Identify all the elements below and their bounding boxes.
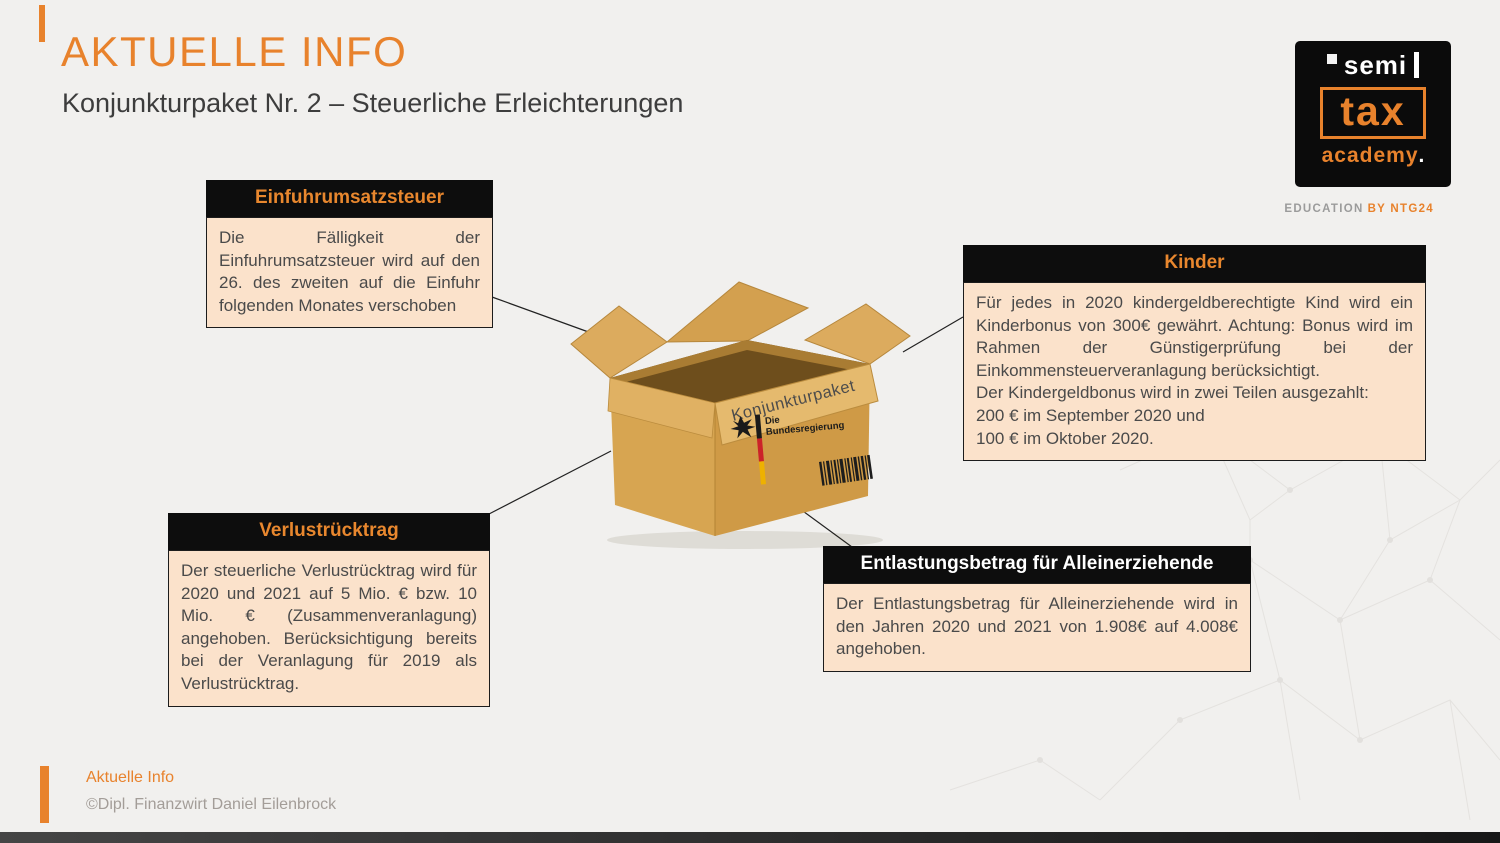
- tagline-by-ntg24: BY NTG24: [1367, 203, 1434, 215]
- callout-title: Verlustrücktrag: [168, 513, 490, 550]
- box-flaps: [570, 281, 911, 379]
- callout-title: Einfuhrumsatzsteuer: [206, 180, 493, 217]
- german-flag-ribbon: [754, 414, 766, 485]
- footer-accent-bar: [40, 766, 49, 823]
- box-left-fold: [607, 377, 716, 439]
- logo-tax-text: tax: [1340, 88, 1406, 134]
- footer-topic: Aktuelle Info: [86, 769, 175, 786]
- logo-academy-dot: .: [1418, 144, 1425, 167]
- tagline-education: EDUCATION: [1284, 203, 1364, 215]
- callout-text-line: 200 € im September 2020 und: [976, 406, 1205, 426]
- konjunkturpaket-box-illustration: Konjunkturpaket Die Bundesregierung: [570, 281, 911, 549]
- logo-academy-text: academy: [1321, 144, 1419, 167]
- page-subtitle: Konjunkturpaket Nr. 2 – Steuerliche Erle…: [62, 88, 684, 118]
- callout-body: Die Fälligkeit der Einfuhrumsatzsteuer w…: [206, 217, 493, 329]
- logo-semi-text: semi: [1343, 50, 1408, 80]
- federal-eagle-icon: [730, 416, 756, 439]
- callout-body: Der Entlastungsbetrag für Alleinerziehen…: [823, 583, 1251, 672]
- logo-top-row: semi: [1295, 52, 1451, 84]
- callout-verlustruecktrag: Verlustrücktrag Der steuerliche Verlustr…: [168, 513, 490, 707]
- callout-body: Für jedes in 2020 kindergeldberechtigte …: [963, 282, 1426, 462]
- callout-title: Kinder: [963, 245, 1426, 282]
- callout-title: Entlastungsbetrag für Alleinerziehende: [823, 546, 1251, 583]
- header-accent-tick: [39, 5, 45, 42]
- footer-author: ©Dipl. Finanzwirt Daniel Eilenbrock: [86, 796, 337, 813]
- callout-text-line: 100 € im Oktober 2020.: [976, 428, 1154, 448]
- callout-body: Der steuerliche Verlustrücktrag wird für…: [168, 550, 490, 707]
- logo-tax-box: tax: [1320, 87, 1426, 139]
- logo-square-icon: [1326, 54, 1337, 64]
- barcode: [819, 454, 873, 486]
- callout-text-line: Für jedes in 2020 kindergeldberechtigte …: [976, 293, 1413, 380]
- semitax-academy-logo: semi tax academy.: [1295, 41, 1451, 187]
- bottom-strip: [0, 832, 1500, 843]
- logo-academy-row: academy.: [1295, 144, 1451, 168]
- gov-label-line1: Die: [765, 415, 781, 427]
- callout-text-line: Der Kindergeldbonus wird in zwei Teilen …: [976, 383, 1369, 403]
- callout-einfuhrumsatzsteuer: Einfuhrumsatzsteuer Die Fälligkeit der E…: [206, 180, 493, 329]
- logo-pipe-icon: [1414, 52, 1420, 78]
- callout-entlastungsbetrag: Entlastungsbetrag für Alleinerziehende D…: [823, 546, 1251, 672]
- callout-kinder: Kinder Für jedes in 2020 kindergeldberec…: [963, 245, 1426, 462]
- page-title: AKTUELLE INFO: [61, 28, 408, 75]
- box-inner-wall: [610, 340, 870, 383]
